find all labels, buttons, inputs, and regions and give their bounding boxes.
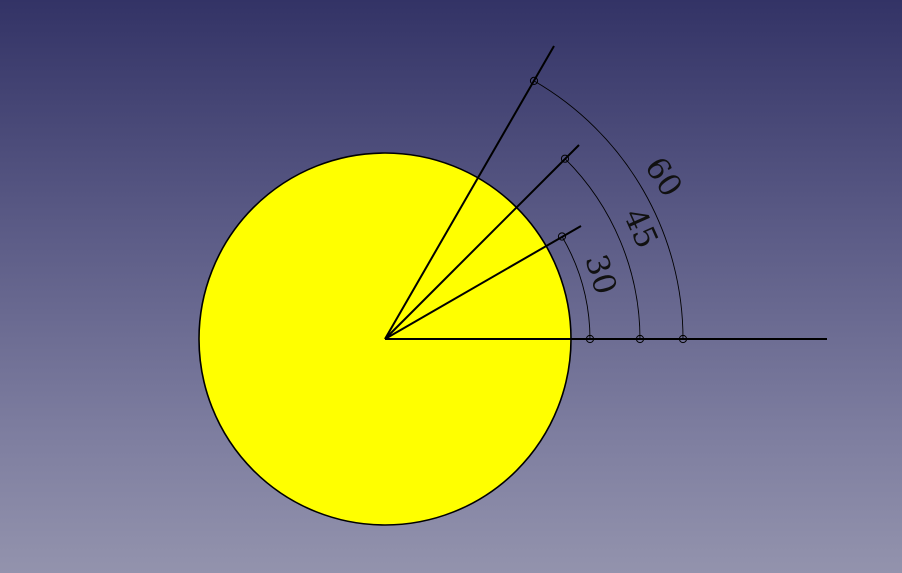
marker-60-end[interactable] xyxy=(529,76,539,86)
dimension-markers xyxy=(529,76,688,344)
marker-30-end[interactable] xyxy=(557,232,567,241)
dimension-label-60: 60 xyxy=(637,151,689,204)
marker-45-end[interactable] xyxy=(560,154,570,163)
marker-30-start[interactable] xyxy=(585,334,595,344)
ray-60[interactable] xyxy=(384,45,555,340)
dimension-label-45: 45 xyxy=(616,203,665,254)
marker-60-start[interactable] xyxy=(678,334,688,344)
marker-45-start[interactable] xyxy=(635,334,645,344)
ray-30[interactable] xyxy=(384,225,582,340)
dimension-arc-30[interactable] xyxy=(561,236,591,340)
ray-45[interactable] xyxy=(384,144,580,340)
dimension-arc-45[interactable] xyxy=(564,158,641,340)
dimension-arc-60[interactable] xyxy=(533,80,684,340)
